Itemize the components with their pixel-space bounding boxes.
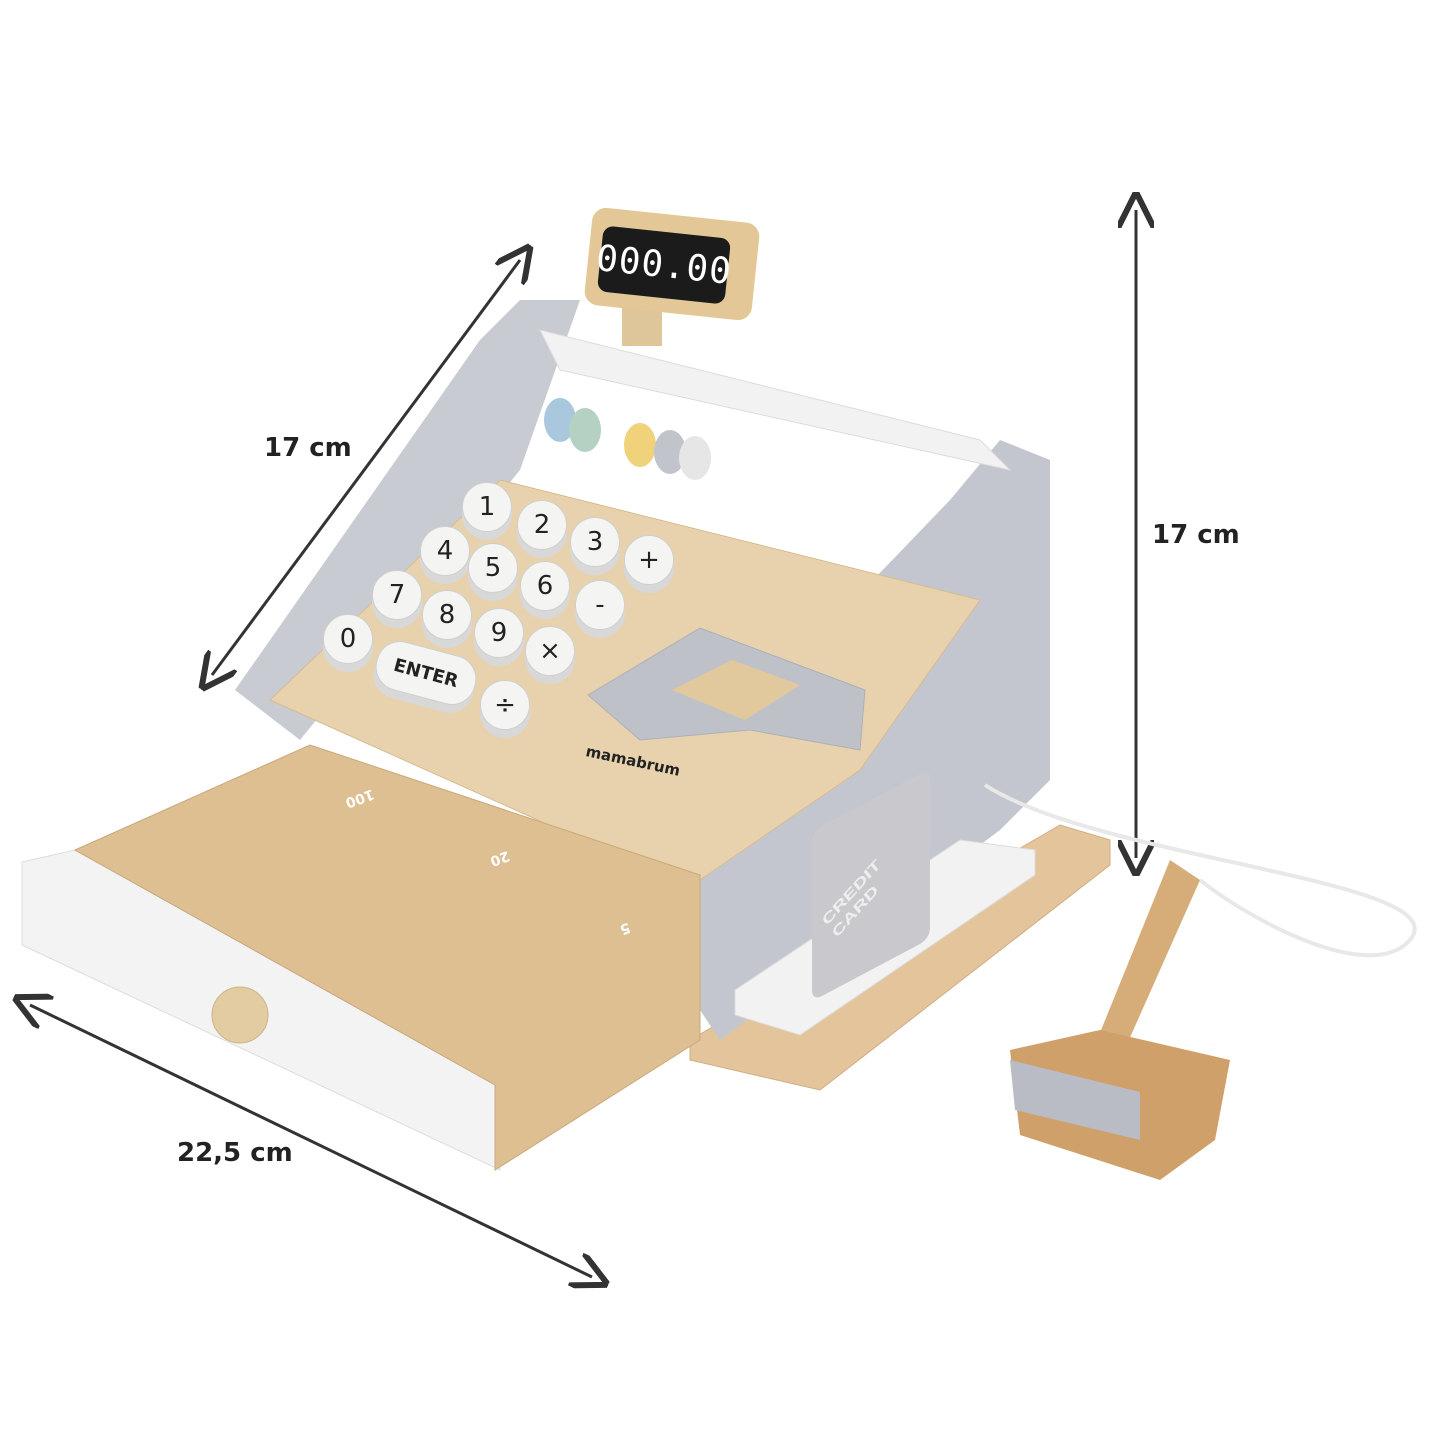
width-arrow	[30, 1005, 592, 1277]
key-multiply: ×	[525, 626, 575, 676]
width-label: 22,5 cm	[177, 1138, 293, 1168]
depth-label: 17 cm	[264, 433, 352, 463]
key-6: 6	[520, 561, 570, 611]
price-display: 000.00	[594, 225, 734, 305]
key-3: 3	[570, 517, 620, 567]
key-divide: ÷	[480, 680, 530, 730]
key-1: 1	[462, 482, 512, 532]
height-label: 17 cm	[1152, 520, 1240, 550]
key-7: 7	[372, 570, 422, 620]
key-plus: +	[624, 535, 674, 585]
key-5: 5	[468, 543, 518, 593]
key-2: 2	[517, 500, 567, 550]
key-9: 9	[474, 608, 524, 658]
key-8: 8	[422, 590, 472, 640]
key-4: 4	[420, 526, 470, 576]
depth-arrow	[212, 260, 520, 675]
key-minus: -	[575, 580, 625, 630]
key-0: 0	[323, 614, 373, 664]
